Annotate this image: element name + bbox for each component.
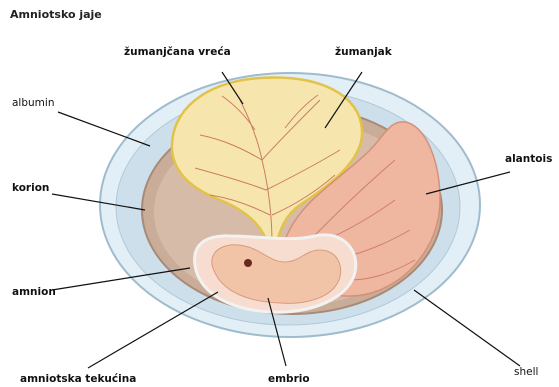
label-amnion: amnion — [12, 286, 56, 298]
label-alantois: alantois — [505, 153, 552, 165]
label-zumanjcana-vreca: žumanjčana vreća — [124, 46, 231, 58]
diagram-title: Amniotsko jaje — [10, 8, 102, 21]
label-zumanjak: žumanjak — [335, 46, 392, 58]
label-shell: shell — [514, 366, 538, 378]
embryo-eye — [244, 259, 252, 267]
label-albumin: albumin — [12, 97, 54, 109]
label-korion: korion — [12, 182, 49, 194]
label-embrio: embrio — [268, 373, 310, 385]
label-amniotska-tekucina: amniotska tekućina — [20, 373, 136, 385]
